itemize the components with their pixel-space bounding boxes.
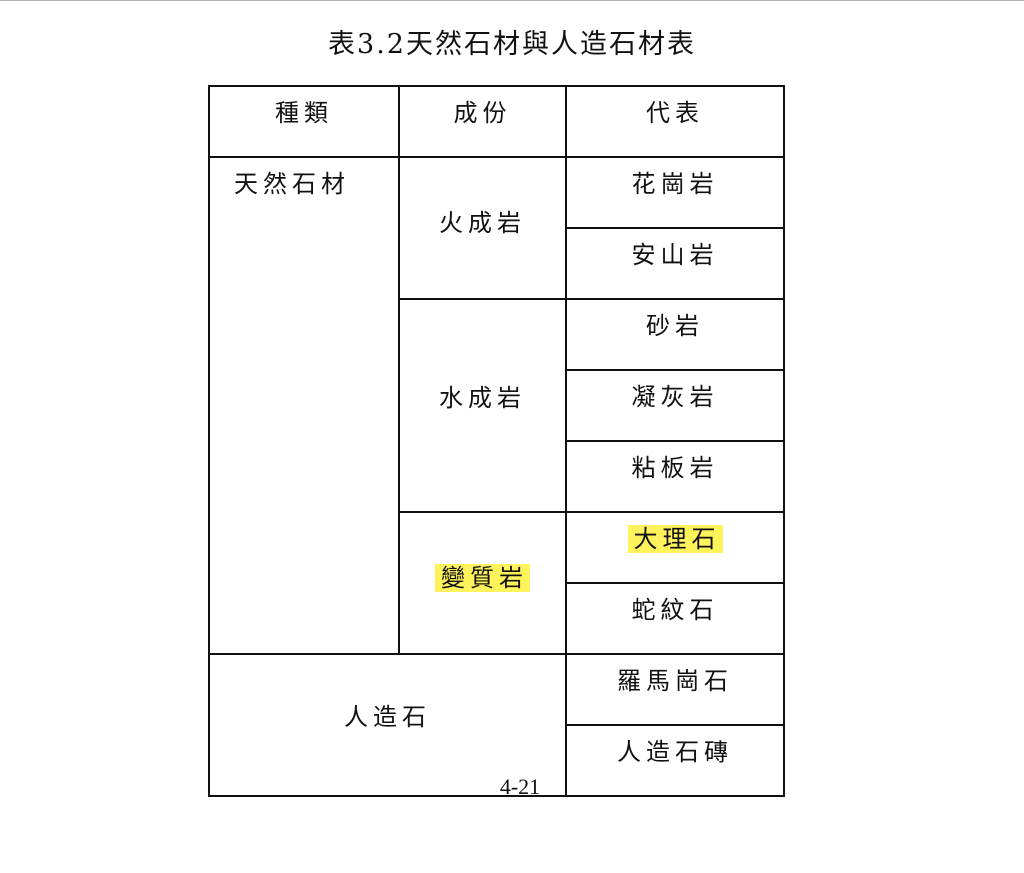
table-header-row: 種類 成份 代表: [208, 85, 785, 158]
table-row: 人造石 羅馬崗石: [208, 653, 785, 797]
header-composition: 成份: [398, 85, 567, 158]
table-title: 表3.2天然石材與人造石材表: [328, 29, 696, 60]
header-representative: 代表: [565, 85, 785, 158]
example-artificial-tile: 人造石磚: [565, 724, 785, 797]
composition-metamorphic: 變質岩: [398, 511, 567, 655]
table-row: 蛇紋石: [209, 582, 785, 655]
table-row: 天然石材 火成岩 花崗岩: [208, 156, 785, 655]
header-type: 種類: [208, 85, 400, 158]
stone-table: 種類 成份 代表 天然石材 火成岩 花崗岩 安山岩 水成岩 砂岩 凝灰岩 粘板岩…: [208, 85, 785, 797]
table-row: 水成岩 砂岩: [209, 298, 785, 513]
example-granite: 花崗岩: [565, 156, 785, 229]
table-row: 粘板岩: [209, 440, 785, 513]
category-natural-stone: 天然石材: [208, 156, 400, 655]
example-slate: 粘板岩: [565, 440, 785, 513]
composition-igneous: 火成岩: [398, 156, 567, 300]
highlighted-marble: 大理石: [627, 525, 723, 553]
category-label: 人造石: [344, 702, 431, 731]
example-marble: 大理石: [565, 511, 785, 584]
page-number: 4-21: [499, 774, 541, 799]
highlighted-metamorphic: 變質岩: [435, 563, 530, 592]
example-terrazzo: 羅馬崗石: [565, 653, 785, 726]
table-row: 變質岩 大理石: [209, 511, 785, 655]
composition-label: 水成岩: [439, 384, 526, 412]
table-row: 人造石磚: [209, 724, 785, 797]
category-artificial-stone: 人造石: [208, 653, 567, 797]
composition-sedimentary: 水成岩: [398, 298, 567, 513]
composition-label: 火成岩: [439, 208, 526, 237]
example-sandstone: 砂岩: [565, 298, 785, 371]
table-row: 凝灰岩: [209, 369, 785, 442]
top-border: [0, 0, 1024, 1]
example-tuff: 凝灰岩: [565, 369, 785, 442]
example-andesite: 安山岩: [565, 227, 785, 300]
example-serpentine: 蛇紋石: [565, 582, 785, 655]
table-row: 安山岩: [209, 227, 785, 300]
